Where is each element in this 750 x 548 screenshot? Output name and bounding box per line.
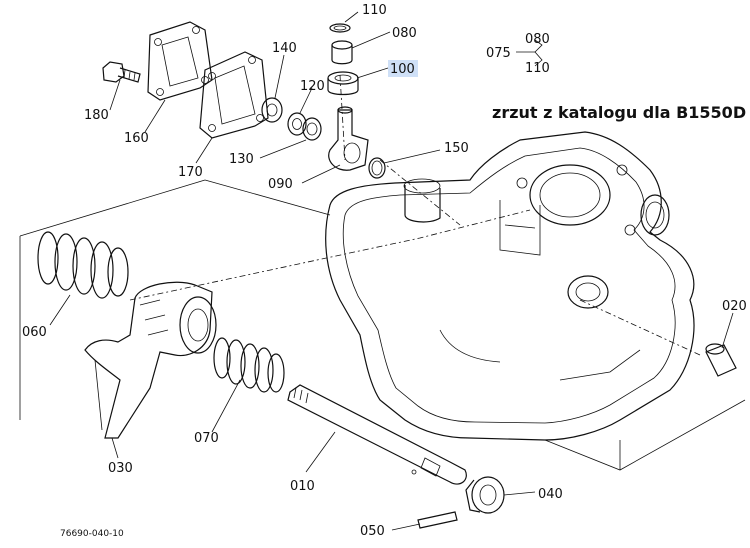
collar-040 <box>465 476 505 514</box>
caption: zrzut z katalogu dla B1550D <box>492 103 747 122</box>
label-040: 040 <box>538 487 563 502</box>
label-110: 110 <box>362 3 387 18</box>
spring-pin-050 <box>417 511 458 529</box>
nut-140 <box>261 97 283 123</box>
label-080: 080 <box>392 26 417 41</box>
label-180: 180 <box>84 108 109 123</box>
gasket-170 <box>199 51 269 139</box>
label-160: 160 <box>124 131 149 146</box>
leader-lines <box>49 11 734 531</box>
label-150: 150 <box>444 141 469 156</box>
label-090: 090 <box>268 177 293 192</box>
bearing-100 <box>327 71 359 96</box>
spring-060 <box>37 231 129 299</box>
label-030: 030 <box>108 461 133 476</box>
bushing-020 <box>705 343 737 377</box>
label-070: 070 <box>194 431 219 446</box>
label-140: 140 <box>272 41 297 56</box>
shift-lever-090 <box>328 106 369 171</box>
snap-ring-110 <box>329 23 351 33</box>
cover-plate-160 <box>147 21 213 101</box>
o-ring-150 <box>368 157 386 179</box>
legend-label-110: 110 <box>525 61 550 76</box>
bolt-180 <box>102 61 141 83</box>
spring-070 <box>213 337 285 393</box>
label-highlight <box>388 60 418 77</box>
shift-shaft-010 <box>287 384 467 485</box>
legend-075: 075 080 110 <box>486 32 550 76</box>
label-130: 130 <box>229 152 254 167</box>
label-050: 050 <box>360 524 385 539</box>
frame-lines <box>19 179 746 471</box>
part-labels: 110 080 100 140 120 180 160 170 130 090 … <box>22 3 747 539</box>
label-020: 020 <box>722 299 747 314</box>
center-lines <box>129 74 701 356</box>
label-170: 170 <box>178 165 203 180</box>
label-100: 100 <box>390 62 415 77</box>
legend-label-080: 080 <box>525 32 550 47</box>
legend-label-075: 075 <box>486 46 511 61</box>
label-120: 120 <box>300 79 325 94</box>
washer-120 <box>287 112 307 136</box>
collar-080 <box>331 40 353 65</box>
drawing-code: 76690-040-10 <box>60 529 124 539</box>
label-010: 010 <box>290 479 315 494</box>
label-060: 060 <box>22 325 47 340</box>
gear-case-housing <box>325 131 695 441</box>
washer-130 <box>302 117 322 141</box>
shift-fork-030 <box>84 281 217 439</box>
